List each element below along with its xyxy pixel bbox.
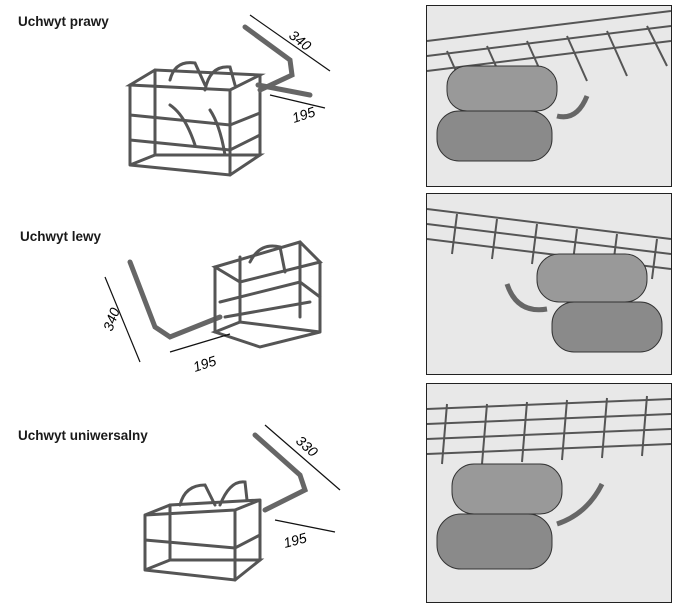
- dimension-width-label: 195: [290, 103, 317, 126]
- universal-holder-diagram: 330 195: [143, 424, 341, 582]
- section-title-universal-holder: Uchwyt uniwersalny: [18, 428, 148, 443]
- dimension-width-label: 195: [282, 529, 309, 551]
- universal-holder-photo: [426, 383, 672, 603]
- left-holder-diagram: 340 195: [100, 240, 323, 372]
- section-title-right-holder: Uchwyt prawy: [18, 14, 109, 29]
- left-holder-photo: [426, 193, 672, 375]
- dimension-length-label: 330: [293, 432, 321, 460]
- dimension-width-label: 195: [191, 352, 218, 372]
- right-holder-diagram: 340 195: [124, 14, 331, 177]
- right-holder-photo: [426, 5, 672, 187]
- dimension-length-label: 340: [286, 27, 314, 54]
- section-title-left-holder: Uchwyt lewy: [20, 229, 102, 244]
- dimension-length-label: 340: [100, 305, 123, 333]
